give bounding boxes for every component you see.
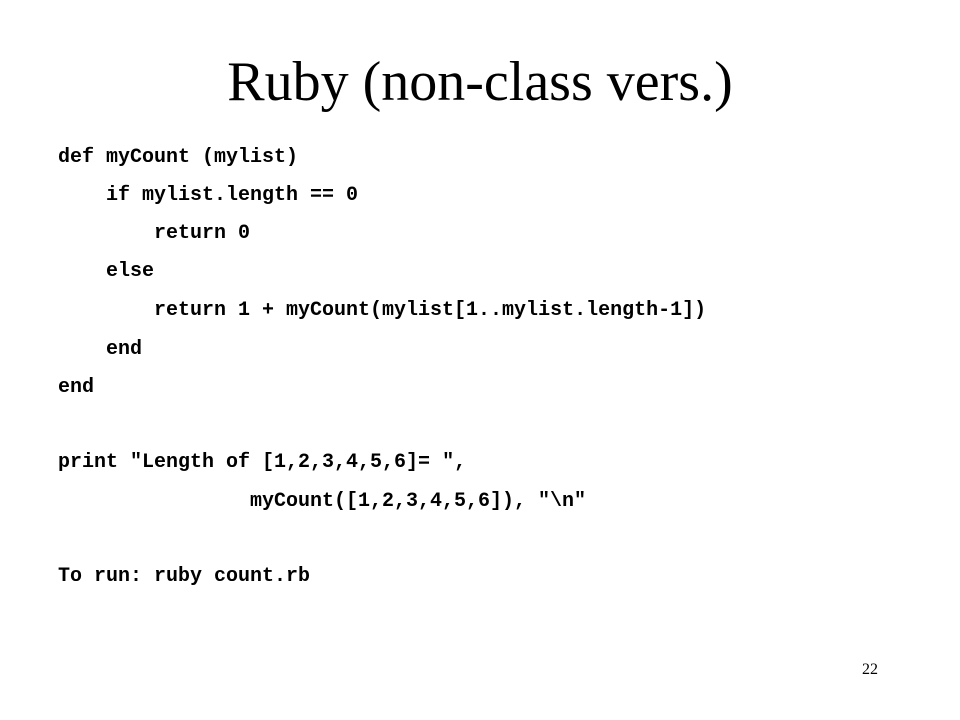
code-line-print-args: myCount([1,2,3,4,5,6]), "\n" bbox=[250, 490, 587, 513]
code-line-print: print "Length of [1,2,3,4,5,6]= ", bbox=[58, 451, 467, 474]
slide-title: Ruby (non-class vers.) bbox=[227, 51, 733, 113]
code-line-return-zero: return 0 bbox=[154, 222, 251, 245]
page-number: 22 bbox=[862, 661, 878, 678]
code-line-run-instructions: To run: ruby count.rb bbox=[58, 565, 311, 588]
code-line-end-def: end bbox=[58, 376, 95, 399]
code-line-if: if mylist.length == 0 bbox=[106, 184, 359, 207]
code-line-else: else bbox=[106, 260, 155, 283]
code-line-return-recursive: return 1 + myCount(mylist[1..mylist.leng… bbox=[154, 299, 707, 322]
code-line-def: def myCount (mylist) bbox=[58, 146, 299, 169]
code-line-end-if: end bbox=[106, 338, 143, 361]
